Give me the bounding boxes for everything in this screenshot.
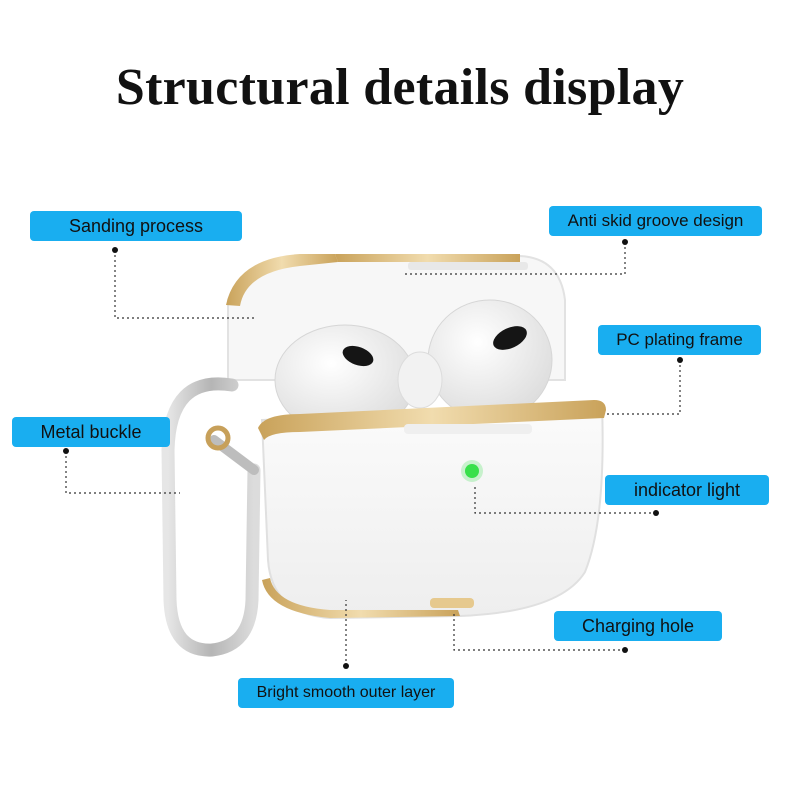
indicator-light-dot [465,464,479,478]
callout-pc-plating-frame: PC plating frame [598,325,761,355]
lid-gold-rim [226,254,338,306]
page-title: Structural details display [115,59,685,116]
callout-indicator-light: indicator light [605,475,769,505]
callout-metal-buckle: Metal buckle [12,417,170,447]
charging-hole [430,598,474,608]
pc-plating-frame [258,400,606,440]
metal-buckle [161,377,261,657]
callout-sanding-process: Sanding process [30,211,242,241]
callout-anti-skid-groove: Anti skid groove design [549,206,762,236]
earbud-right [427,299,553,421]
anti-skid-groove [408,262,528,270]
callout-charging-hole: Charging hole [554,611,722,641]
leader-endpoints [63,239,683,669]
case-body [260,403,604,620]
callout-outer-layer: Bright smooth outer layer [238,678,454,708]
leader-lines [65,242,681,666]
